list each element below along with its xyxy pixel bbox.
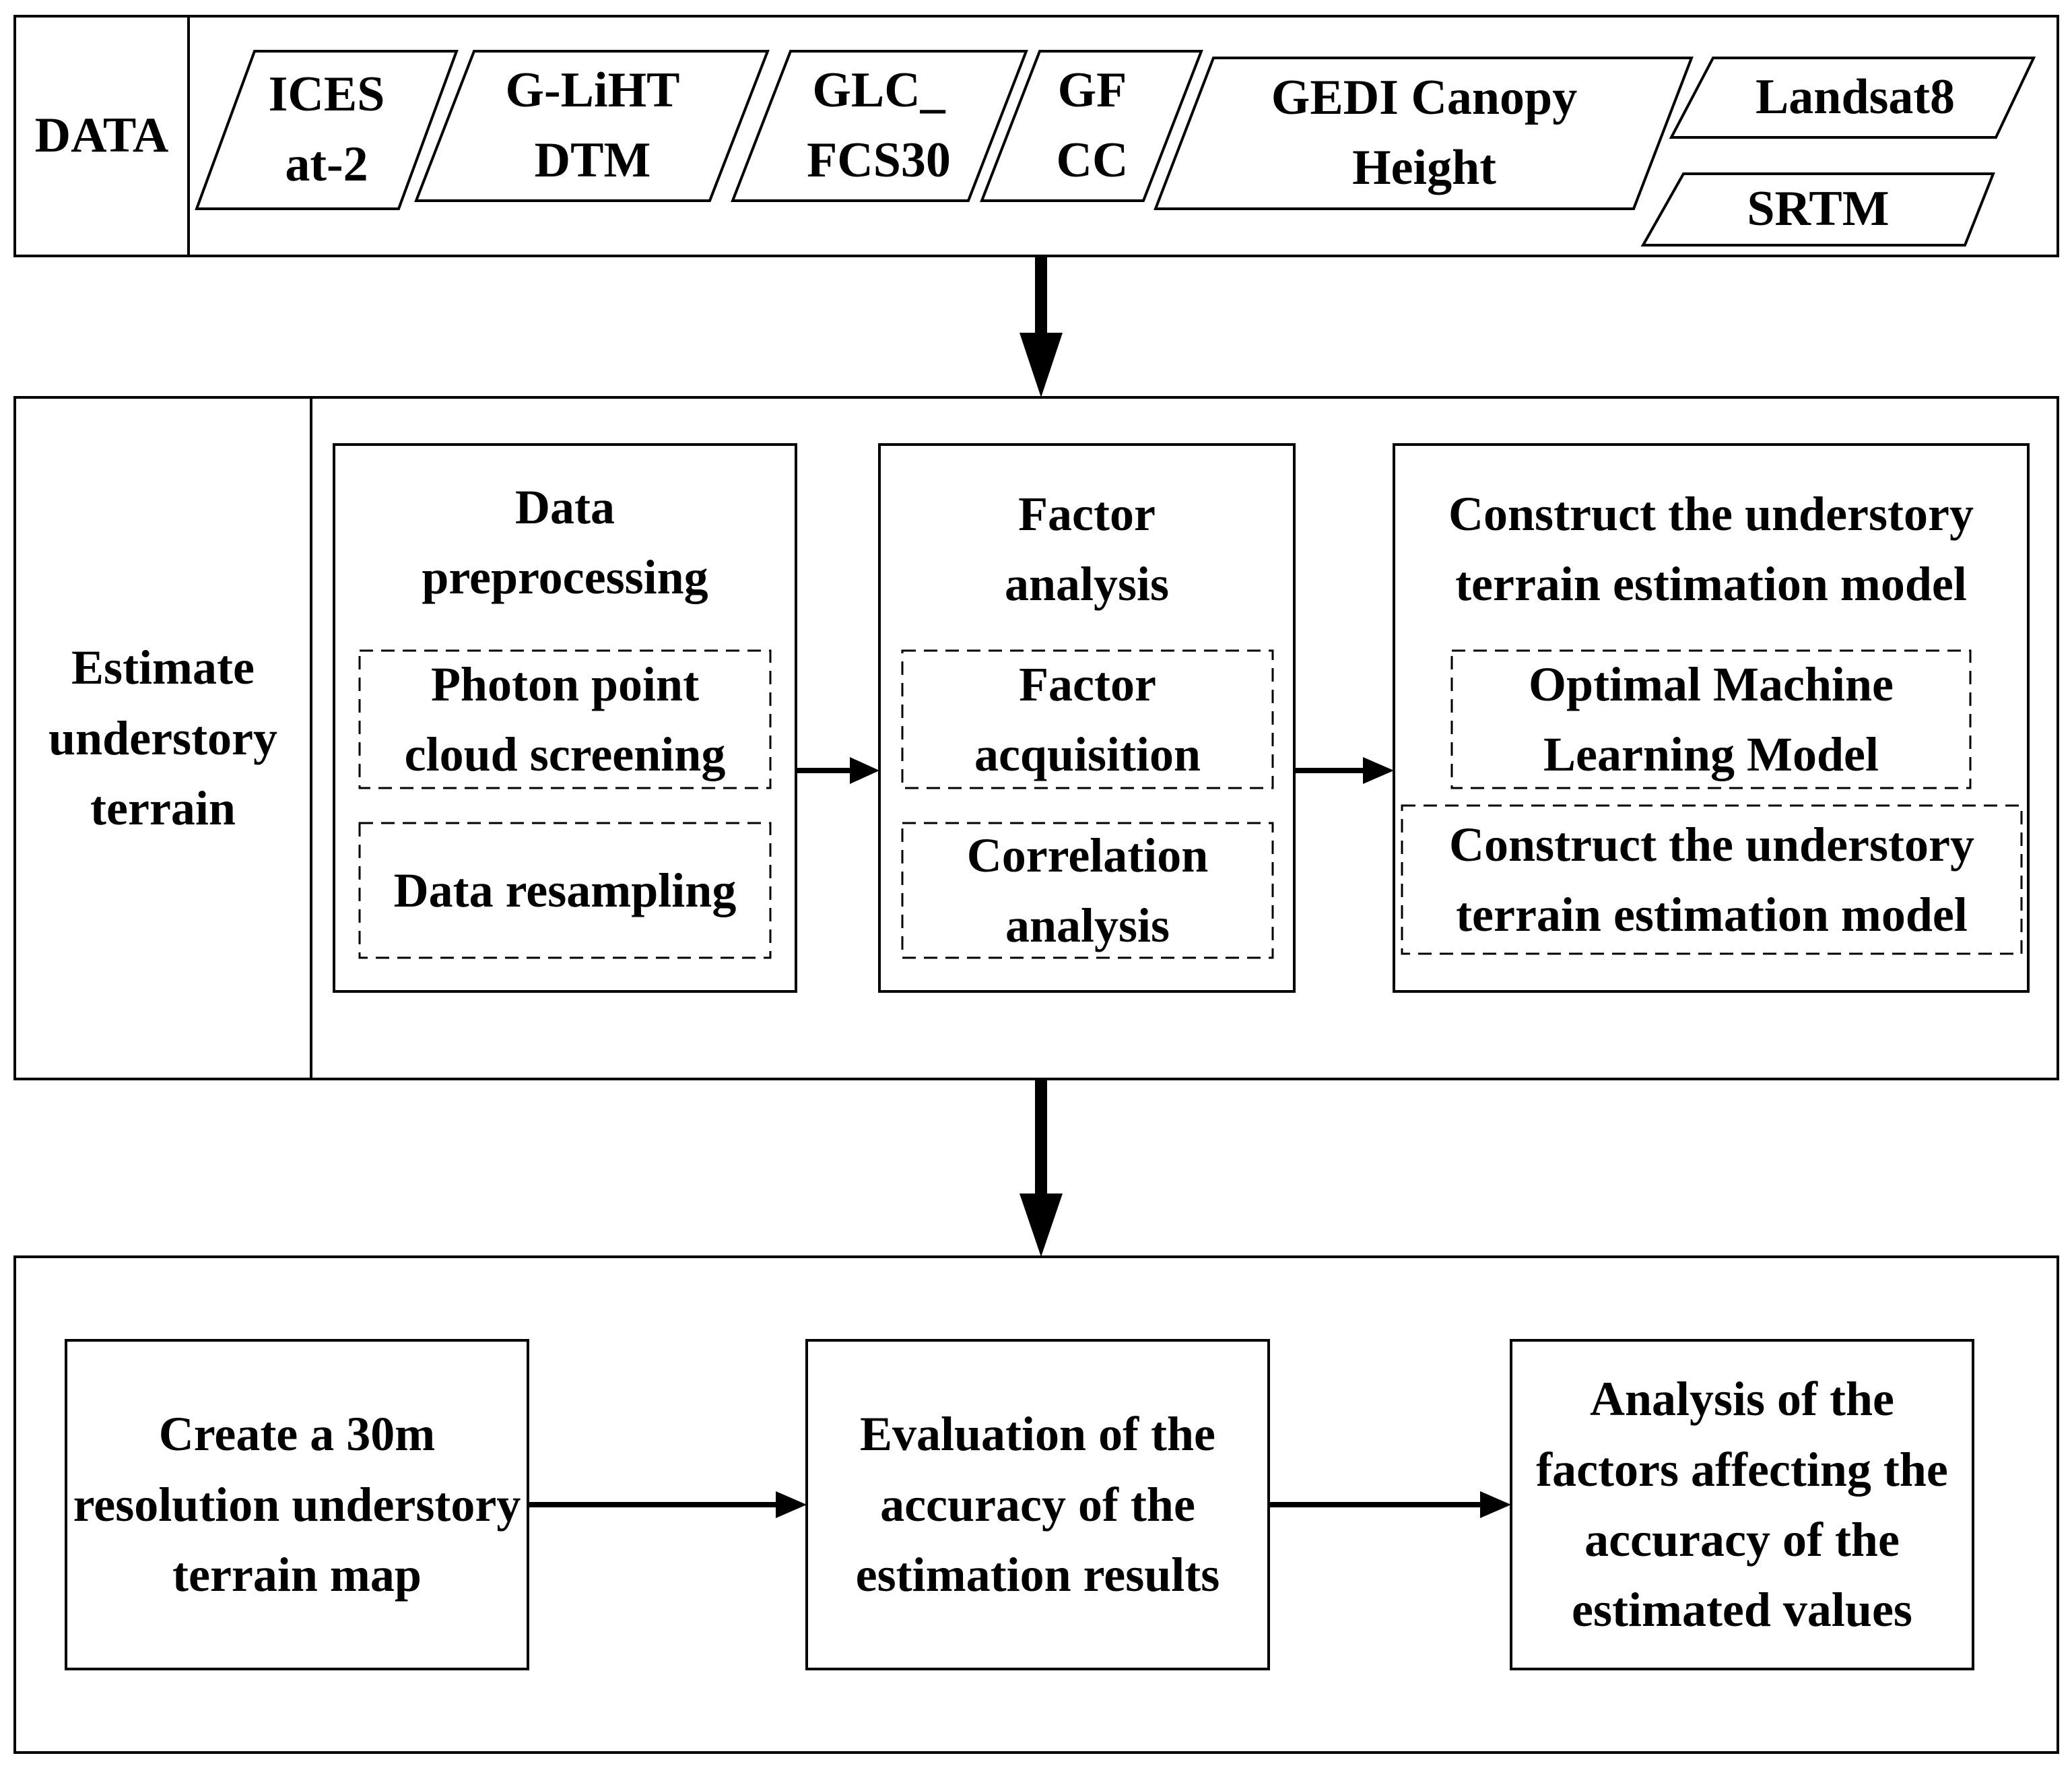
resampling-dashed-box [358, 822, 772, 959]
estimate-header: Estimate understory terrain [48, 641, 277, 836]
data-header: DATA [34, 108, 169, 164]
model-title: Construct the understory terrain estimat… [1448, 486, 1974, 611]
source-gedi-shape [1154, 57, 1694, 210]
down-arrow-2 [1020, 1079, 1063, 1257]
photon-screening-dashed-box [358, 649, 772, 789]
optimal-model-step: Optimal Machine Learning Model [1529, 657, 1894, 781]
model-box [1393, 443, 2030, 993]
down-arrow-1 [1020, 256, 1063, 397]
source-gfcc: GF CC [1056, 63, 1129, 188]
arrow-preprocessing-to-factor [796, 757, 879, 784]
factors-analysis-step: Analysis of the factors affecting the ac… [1536, 1372, 1948, 1637]
arrow-evaluation-to-analysis [1269, 1491, 1511, 1518]
source-icesat2-shape [195, 50, 459, 210]
source-gliht-shape [414, 50, 770, 202]
results-section-frame [13, 1255, 2059, 1754]
source-gliht-dtm: G-LiHT DTM [505, 63, 680, 188]
source-gfcc-shape [980, 50, 1203, 202]
correlation-dashed-box [901, 822, 1274, 959]
construct-model-dashed-box [1401, 804, 2023, 955]
preprocessing-box [333, 443, 797, 993]
construct-model-step: Construct the understory terrain estimat… [1449, 817, 1974, 942]
source-srtm: SRTM [1747, 181, 1890, 237]
source-glc-fcs30: GLC_ FCS30 [807, 63, 951, 188]
source-icesat2: ICES at-2 [268, 67, 385, 192]
source-landsat8-shape [1669, 57, 2036, 139]
arrow-map-to-evaluation [528, 1491, 807, 1518]
source-gedi-canopy-height: GEDI Canopy Height [1271, 70, 1578, 195]
create-map-step: Create a 30m resolution understory terra… [73, 1407, 521, 1602]
arrow-factor-to-model [1294, 757, 1394, 784]
factor-acquisition-dashed-box [901, 649, 1274, 789]
resampling-step: Data resampling [393, 863, 737, 917]
preprocessing-title: Data preprocessing [422, 480, 708, 604]
correlation-analysis-step: Correlation analysis [966, 828, 1209, 952]
photon-screening-step: Photon point cloud screening [404, 657, 726, 781]
source-srtm-shape [1640, 172, 1995, 247]
factor-box [878, 443, 1296, 993]
optimal-model-dashed-box [1450, 649, 1972, 789]
source-landsat8: Landsat8 [1755, 69, 1956, 125]
factor-acquisition-step: Factor acquisition [974, 657, 1201, 781]
evaluation-step: Evaluation of the accuracy of the estima… [855, 1407, 1220, 1602]
source-glc-shape [731, 50, 1028, 202]
factor-title: Factor analysis [1004, 486, 1170, 611]
